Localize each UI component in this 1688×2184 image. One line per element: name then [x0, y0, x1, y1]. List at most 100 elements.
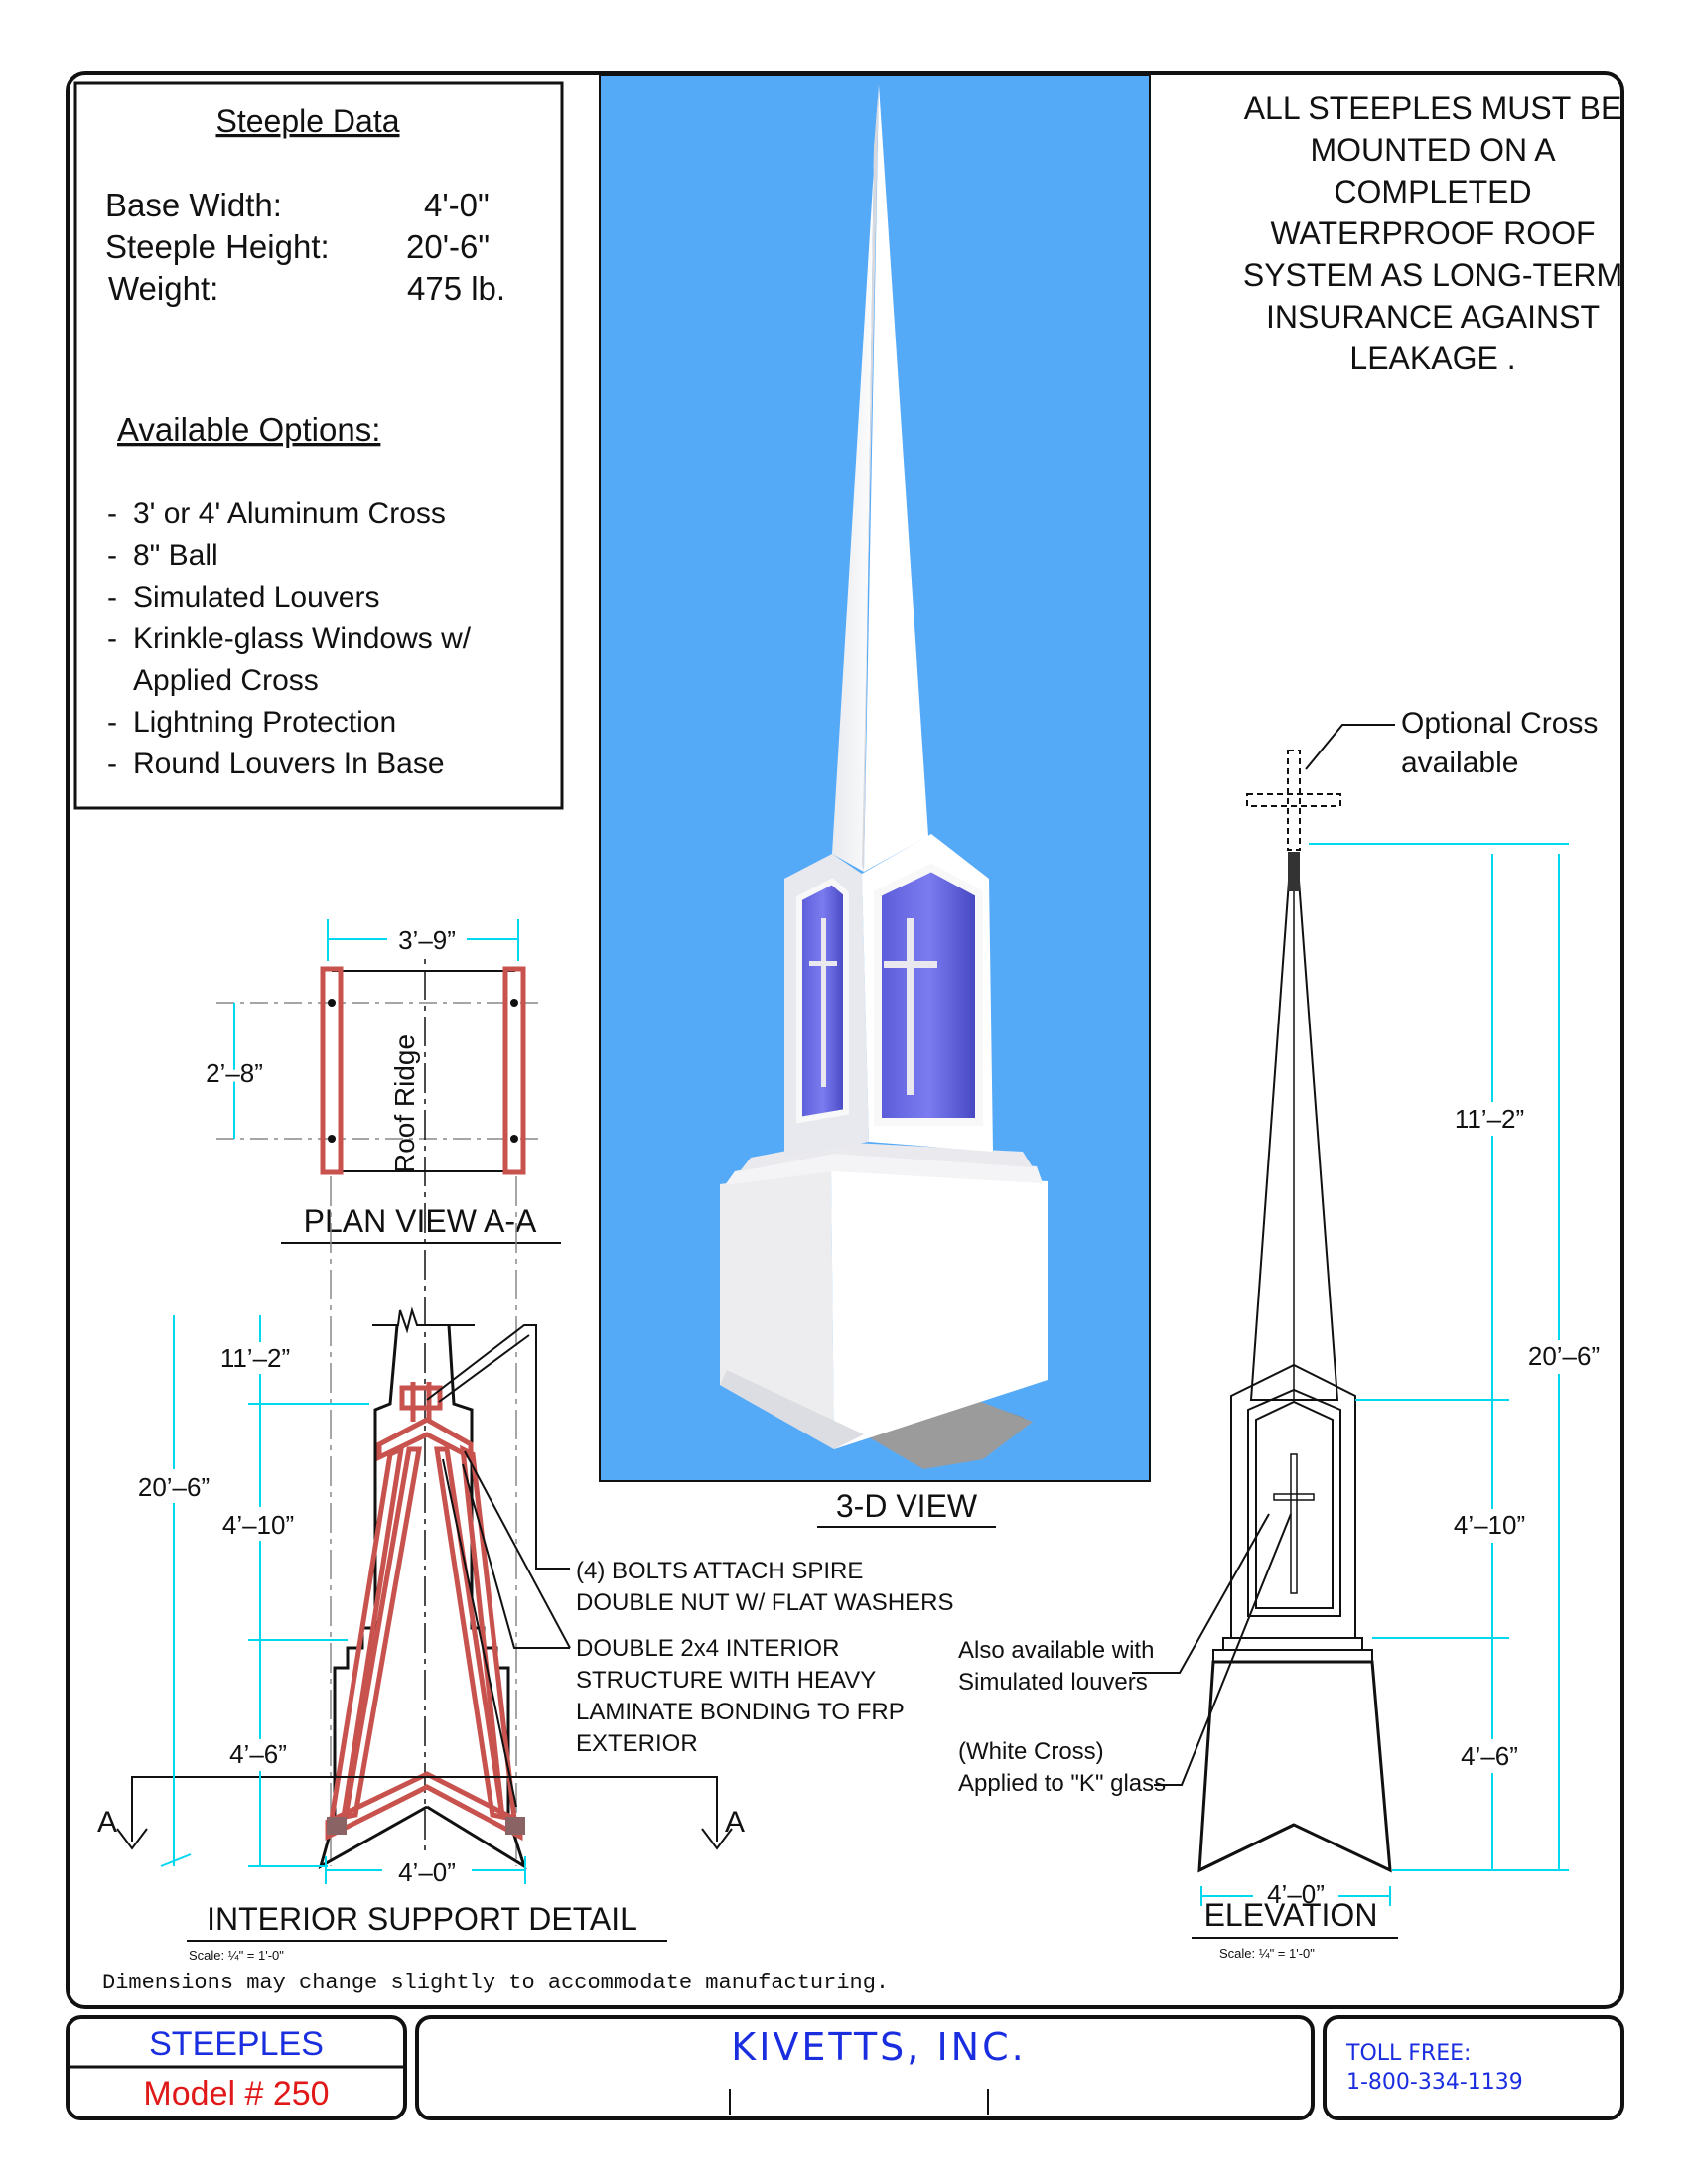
detail-dim-base: 4’–6”	[229, 1739, 287, 1769]
steeple-data-label-height: Steeple Height:	[105, 228, 330, 265]
title-block: STEEPLES Model # 250 KIVETTS, INC. TOLL …	[66, 2015, 1624, 2120]
elevation-view: Optional Cross available 11	[958, 707, 1609, 1961]
render-base-left	[720, 1169, 834, 1449]
section-mark-right: A	[725, 1806, 745, 1839]
roof-notice: ALL STEEPLES MUST BE MOUNTED ON A COMPLE…	[1243, 90, 1622, 376]
plan-depth-dim: 2’–8”	[206, 1058, 263, 1088]
steeple-data-value-base: 4'-0"	[424, 187, 490, 223]
elevation-dim-base: 4’–6”	[1461, 1741, 1518, 1771]
options-dash: -	[107, 706, 117, 739]
sheet-border	[66, 71, 1624, 2009]
note-structure-line: DOUBLE 2x4 INTERIOR	[576, 1635, 839, 1662]
louver-note-line: Also available with	[958, 1637, 1154, 1664]
render-step	[725, 1152, 1043, 1185]
note-structure-line: EXTERIOR	[576, 1730, 698, 1757]
option-item: Simulated Louvers	[133, 581, 379, 614]
plan-frame-left	[320, 966, 344, 1175]
disclaimer: Dimensions may change slightly to accomm…	[102, 1971, 889, 1995]
detail-frame	[325, 1382, 523, 1842]
section-cut-line	[131, 1776, 718, 1842]
plan-frame-right	[502, 966, 526, 1175]
notice-line: MOUNTED ON A	[1310, 132, 1556, 168]
steeple-data-value-height: 20'-6"	[406, 228, 490, 265]
note-structure-line: LAMINATE BONDING TO FRP	[576, 1699, 905, 1725]
options-dash: -	[107, 622, 117, 655]
options-list: - 3' or 4' Aluminum Cross - 8" Ball - Si…	[107, 497, 472, 780]
glass-note-line: (White Cross)	[958, 1738, 1104, 1765]
elevation-dim-width: 4’–0”	[1267, 1879, 1325, 1909]
options-dash: -	[107, 748, 117, 780]
render-spire-left	[832, 85, 879, 872]
notice-line: ALL STEEPLES MUST BE	[1244, 90, 1622, 126]
option-item: 8" Ball	[133, 539, 218, 572]
notice-line: COMPLETED	[1334, 174, 1531, 209]
note-bolts-line: DOUBLE NUT W/ FLAT WASHERS	[576, 1589, 954, 1616]
options-dash: -	[107, 497, 117, 530]
elevation-cross-horizontal	[1273, 1493, 1315, 1501]
toll-free-phone: 1-800-334-1139	[1346, 2070, 1523, 2095]
steeple-3d-render: 3-D VIEW	[599, 74, 1151, 1528]
section-mark-left: A	[97, 1806, 117, 1839]
notice-line: INSURANCE AGAINST	[1266, 299, 1600, 335]
detail-dim-width: 4’–0”	[398, 1857, 456, 1887]
steeple-data-panel: Steeple Data Base Width: 4'-0" Steeple H…	[73, 81, 564, 810]
elevation-dim-total: 20’–6”	[1528, 1341, 1600, 1371]
detail-outline	[372, 1306, 475, 1334]
option-item: Round Louvers In Base	[133, 748, 445, 780]
title-category: STEEPLES	[149, 2025, 324, 2063]
notice-line: LEAKAGE .	[1349, 341, 1515, 376]
cross-leader	[1305, 724, 1395, 770]
cross-note-line: Optional Cross	[1401, 707, 1598, 740]
render-cross-left-vertical	[821, 918, 826, 1087]
elevation-scale: Scale: ¼" = 1'-0"	[1219, 1946, 1315, 1961]
note-structure-line: STRUCTURE WITH HEAVY	[576, 1667, 876, 1694]
view-3d-title: 3-D VIEW	[836, 1488, 978, 1524]
notice-line: SYSTEM AS LONG-TERM	[1243, 257, 1622, 293]
plan-view: 3’–9” 2’–8” Roof Ridge PLAN VIEW A-A	[201, 919, 561, 1866]
roof-ridge-label: Roof Ridge	[389, 1034, 420, 1173]
section-arrow-left	[116, 1828, 148, 1850]
section-arrow-right	[701, 1828, 733, 1850]
option-item: Lightning Protection	[133, 706, 396, 739]
interior-support-detail: A A 11’–2” 20’–6” 4’–10” 4’–6” 4’–0”	[97, 1176, 954, 1963]
render-cross-vertical	[907, 918, 914, 1095]
render-base-bottom-edge	[720, 1370, 864, 1449]
render-shadow-far	[864, 1388, 1033, 1469]
steeple-data-heading: Steeple Data	[215, 103, 399, 139]
plan-width-dim: 3’–9”	[398, 925, 456, 955]
elevation-title: ELEVATION	[1204, 1897, 1378, 1933]
interior-detail-scale: Scale: ¼" = 1'-0"	[189, 1948, 284, 1963]
options-dash: -	[107, 581, 117, 614]
elevation-cross-vertical	[1290, 1453, 1298, 1594]
interior-detail-title: INTERIOR SUPPORT DETAIL	[207, 1901, 637, 1937]
optional-cross	[1246, 750, 1341, 851]
title-model: Model # 250	[143, 2075, 329, 2113]
louver-note-line: Simulated louvers	[958, 1669, 1148, 1696]
render-cross-left-horizontal	[809, 961, 837, 966]
detail-dim-mid: 4’–10”	[222, 1510, 294, 1540]
elevation-belfry	[1230, 1363, 1356, 1639]
options-heading: Available Options:	[117, 411, 380, 448]
render-spire-right	[864, 85, 928, 872]
render-cross-horizontal	[884, 961, 937, 968]
elevation-base	[1197, 1660, 1392, 1873]
elevation-dim-spire: 11’–2”	[1455, 1104, 1524, 1134]
steeple-data-value-weight: 475 lb.	[407, 270, 505, 307]
steeple-data-label-base: Base Width:	[105, 187, 282, 223]
plan-view-title: PLAN VIEW A-A	[304, 1203, 537, 1239]
title-company: KIVETTS, INC.	[731, 2025, 1026, 2069]
glass-note-line: Applied to "K" glass	[958, 1770, 1166, 1797]
notice-line: WATERPROOF ROOF	[1270, 215, 1595, 251]
option-item: 3' or 4' Aluminum Cross	[133, 497, 446, 530]
detail-dim-total: 20’–6”	[138, 1472, 210, 1502]
cross-note-line: available	[1401, 747, 1518, 779]
elevation-dim-mid: 4’–10”	[1454, 1510, 1525, 1540]
options-dash: -	[107, 539, 117, 572]
render-base-right	[831, 1169, 1048, 1449]
toll-free-label: TOLL FREE:	[1345, 2041, 1471, 2066]
option-item: Applied Cross	[133, 664, 319, 697]
note-bolts-line: (4) BOLTS ATTACH SPIRE	[576, 1558, 863, 1584]
detail-dim-spire: 11’–2”	[220, 1343, 290, 1373]
